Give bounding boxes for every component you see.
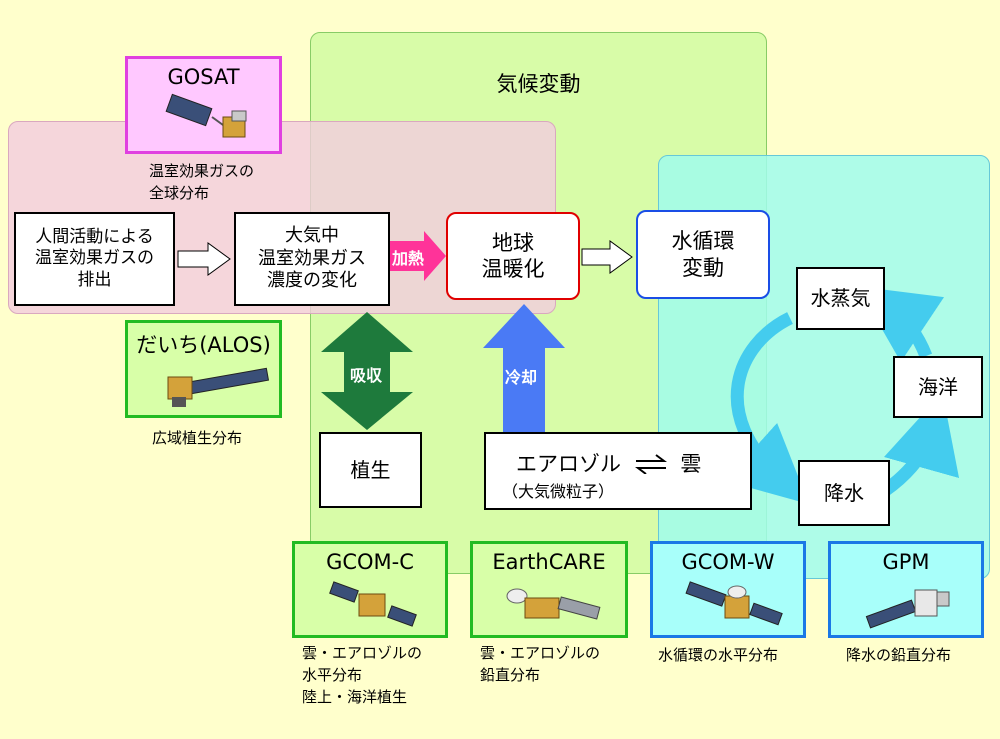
earthcare-caption: 雲・エアロゾルの 鉛直分布: [480, 644, 601, 684]
aerosol-sub-label: （大気微粒子）: [502, 482, 615, 501]
gcomc-caption: 雲・エアロゾルの 水平分布 陸上・海洋植生: [302, 644, 423, 706]
vegetation-text: 植生: [350, 457, 391, 482]
gosat-box[interactable]: GOSAT: [125, 56, 282, 154]
ocean-box: 海洋: [893, 356, 983, 418]
vapor-text: 水蒸気: [810, 286, 871, 310]
equilibrium-icon: [634, 454, 667, 474]
cycle-arrow-vapor-to-precip: [724, 312, 809, 505]
gcomc-title: GCOM-C: [326, 550, 414, 574]
gpm-box[interactable]: GPM: [828, 541, 984, 638]
water-cycle-text: 水循環 変動: [671, 229, 735, 280]
satellite-icon: [165, 93, 247, 138]
heating-arrow: [390, 231, 446, 281]
absorption-arrow: [321, 312, 413, 430]
climate-change-title: 気候変動: [496, 72, 581, 96]
warming-box: 地球 温暖化: [446, 212, 580, 300]
gosat-caption: 温室効果ガスの 全球分布: [149, 162, 255, 202]
gpm-caption: 降水の鉛直分布: [846, 646, 952, 664]
cooling-label: 冷却: [505, 368, 538, 387]
cloud-label: 雲: [680, 452, 702, 476]
precip-text: 降水: [824, 480, 864, 505]
heating-label: 加熱: [392, 249, 425, 268]
gcomw-caption: 水循環の水平分布: [658, 646, 779, 664]
satellite-icon: [506, 588, 601, 620]
aerosol-box: エアロゾル 雲 （大気微粒子）: [484, 432, 752, 510]
gcomw-title: GCOM-W: [681, 550, 775, 574]
emission-box: 人間活動による 温室効果ガスの 排出: [14, 212, 175, 306]
earthcare-title: EarthCARE: [492, 550, 606, 574]
alos-title: だいち(ALOS): [136, 333, 271, 357]
arrow-emission-to-concentration: [177, 242, 231, 276]
earthcare-box[interactable]: EarthCARE: [470, 541, 628, 638]
absorption-label: 吸収: [350, 366, 383, 385]
alos-box[interactable]: だいち(ALOS): [125, 320, 282, 418]
emission-text: 人間活動による 温室効果ガスの 排出: [35, 227, 154, 290]
concentration-text: 大気中 温室効果ガス 濃度の変化: [258, 225, 366, 292]
satellite-icon: [685, 581, 783, 626]
gcomw-box[interactable]: GCOM-W: [650, 541, 806, 638]
gosat-title: GOSAT: [167, 65, 240, 89]
vegetation-box: 植生: [319, 432, 422, 508]
gpm-title: GPM: [882, 550, 930, 574]
satellite-icon: [329, 581, 417, 627]
satellite-icon: [167, 367, 270, 407]
ocean-text: 海洋: [918, 374, 958, 399]
concentration-box: 大気中 温室効果ガス 濃度の変化: [234, 212, 390, 306]
precip-box: 降水: [798, 460, 890, 526]
warming-text: 地球 温暖化: [481, 230, 545, 281]
cooling-arrow: [483, 304, 565, 432]
satellite-icon: [865, 589, 950, 629]
vapor-box: 水蒸気: [796, 267, 885, 330]
alos-caption: 広域植生分布: [152, 429, 243, 447]
water-cycle-box: 水循環 変動: [636, 210, 770, 299]
aerosol-label: エアロゾル: [516, 452, 621, 476]
gcomc-box[interactable]: GCOM-C: [292, 541, 448, 638]
cycle-arrow-ocean-to-vapor: [857, 286, 945, 363]
arrow-warming-to-watercycle: [581, 240, 633, 274]
